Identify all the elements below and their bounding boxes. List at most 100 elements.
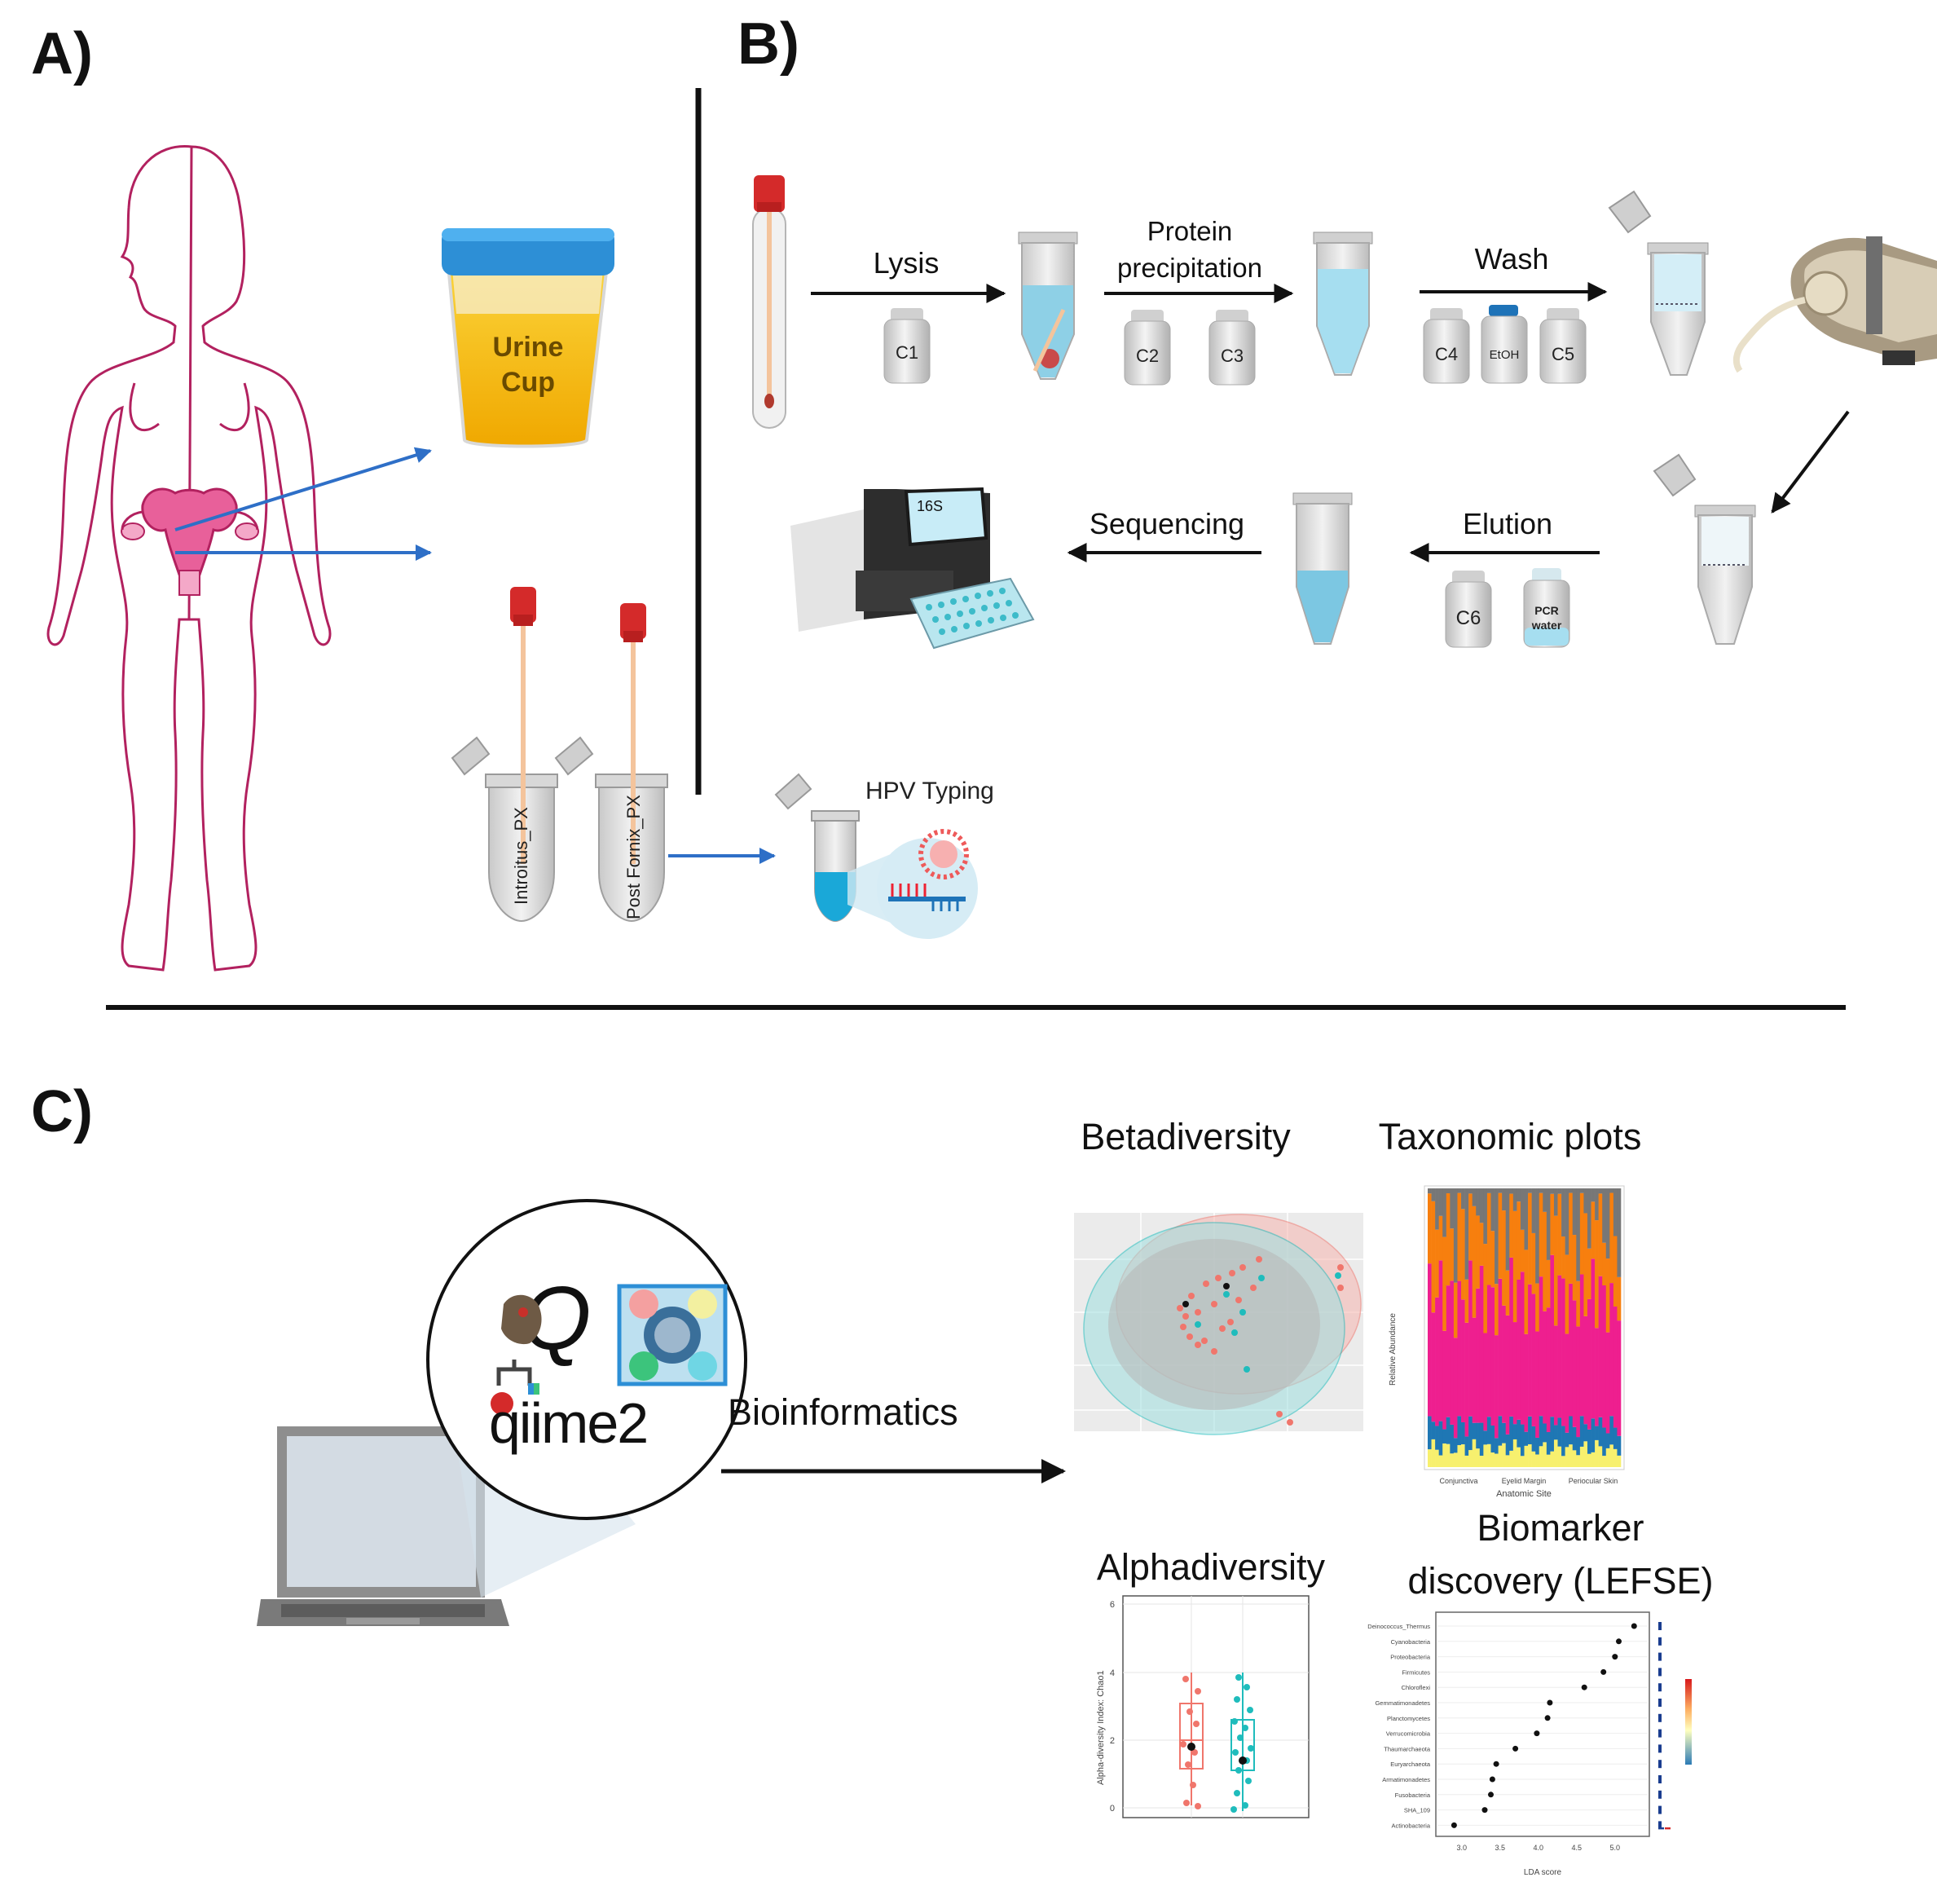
taxonomic-bar-segment (1435, 1449, 1439, 1467)
taxonomic-bar-segment (1557, 1417, 1562, 1447)
taxonomic-bar-segment (1512, 1439, 1517, 1467)
taxonomic-bar-segment (1476, 1215, 1481, 1289)
taxonomic-bar-segment (1450, 1453, 1455, 1467)
laptop-icon (257, 1426, 509, 1626)
reagent-label-etoh: EtOH (1490, 348, 1520, 362)
betadiversity-plot (1074, 1213, 1363, 1435)
taxonomic-bar-segment (1446, 1417, 1451, 1444)
taxonomic-bar-segment (1502, 1422, 1507, 1443)
lefse-point (1512, 1745, 1519, 1752)
taxonomic-bar-segment (1446, 1285, 1451, 1417)
taxonomic-bar-segment (1495, 1188, 1499, 1285)
taxonomic-bar-segment (1498, 1416, 1503, 1446)
taxonomic-bar-segment (1576, 1326, 1581, 1438)
taxonomic-bar-segment (1453, 1282, 1458, 1338)
lefse-point (1489, 1776, 1495, 1783)
step-label-lysis: Lysis (874, 246, 940, 280)
taxonomic-bar-segment (1576, 1280, 1581, 1327)
tax-ylabel: Relative Abundance (1389, 1313, 1398, 1386)
lefse-heat-cell (1658, 1652, 1664, 1661)
tax-xtick-3: Periocular Skin (1569, 1477, 1618, 1485)
lefse-heat-cell (1658, 1744, 1664, 1753)
taxonomic-bar-segment (1517, 1419, 1521, 1448)
taxonomic-bar-segment (1431, 1439, 1436, 1467)
taxonomic-bar-segment (1583, 1424, 1588, 1442)
tax-xtick-2: Eyelid Margin (1502, 1477, 1547, 1485)
hpv-typing-label: HPV Typing (865, 778, 994, 804)
tax-xlabel: Anatomic Site (1496, 1489, 1552, 1499)
lefse-point (1481, 1807, 1488, 1814)
taxonomic-bar-segment (1464, 1455, 1469, 1467)
taxonomic-bar-segment (1517, 1201, 1521, 1280)
reagent-vial-etoh: EtOH (1481, 305, 1528, 384)
taxonomic-bar-segment (1509, 1257, 1514, 1417)
taxonomic-bar-segment (1468, 1450, 1473, 1467)
taxonomic-bar-segment (1572, 1426, 1577, 1451)
taxonomic-bar-segment (1512, 1210, 1517, 1323)
taxonomic-bar-segment (1438, 1421, 1443, 1456)
taxonomic-bar-segment (1535, 1454, 1540, 1467)
taxonomic-bar-segment (1617, 1320, 1622, 1436)
reagent-label-c3: C3 (1221, 346, 1244, 366)
lefse-taxon-label: Fusobacteria (1395, 1792, 1431, 1799)
taxonomic-bar-segment (1479, 1265, 1484, 1423)
taxonomic-bar-segment (1472, 1422, 1477, 1439)
taxonomic-bar-segment (1450, 1280, 1455, 1425)
lefse-heat-cell (1658, 1622, 1664, 1630)
urine-cup-line1: Urine (493, 332, 564, 363)
taxonomic-bar-segment (1561, 1456, 1565, 1467)
taxonomic-bar-segment (1498, 1188, 1503, 1193)
taxonomic-bar-segment (1605, 1448, 1610, 1467)
spin-column-tube-2-icon (1653, 453, 1756, 645)
taxonomic-bar-segment (1598, 1188, 1603, 1194)
taxonomic-bar-segment (1446, 1188, 1451, 1194)
taxonomic-bar-segment (1520, 1272, 1525, 1425)
taxonomic-bar-segment (1450, 1424, 1455, 1454)
taxonomic-bar-segment (1502, 1305, 1507, 1423)
taxonomic-bar-segment (1598, 1276, 1603, 1417)
alpha-ytick-2: 2 (1110, 1736, 1115, 1746)
step-label-wash: Wash (1475, 242, 1549, 275)
lefse-taxon-label: Euryarchaeota (1390, 1761, 1431, 1768)
taxonomic-bar-segment (1468, 1416, 1473, 1451)
taxonomic-bar-segment (1531, 1232, 1536, 1294)
taxonomic-bar-segment (1561, 1236, 1565, 1279)
taxonomic-bar-segment (1528, 1443, 1532, 1467)
taxonomic-bar-segment (1464, 1436, 1469, 1456)
taxonomic-bar-segment (1457, 1416, 1462, 1445)
taxonomic-bars (1428, 1188, 1622, 1467)
swab-tube-introitus: Introitus_PX (451, 587, 558, 923)
taxonomic-bar-segment (1528, 1416, 1532, 1444)
reagent-label-c4: C4 (1435, 344, 1458, 364)
taxonomic-bar-segment (1602, 1456, 1607, 1467)
lefse-taxon-label: Actinobacteria (1391, 1822, 1430, 1829)
taxonomic-bar-segment (1605, 1433, 1610, 1448)
taxonomic-bar-segment (1520, 1229, 1525, 1272)
taxonomic-bar-segment (1579, 1274, 1584, 1417)
reagent-label-c5: C5 (1552, 344, 1574, 364)
reagent-vial-c3: C3 (1208, 310, 1256, 386)
taxonomic-bar-segment (1572, 1450, 1577, 1467)
taxonomic-bar-segment (1461, 1443, 1465, 1467)
taxonomic-bar-segment (1591, 1418, 1596, 1452)
taxonomic-bar-segment (1613, 1236, 1618, 1307)
lefse-point (1631, 1623, 1637, 1629)
supernatant-tube-icon (1313, 231, 1373, 376)
sequencer-icon: 16S (790, 487, 1035, 650)
taxonomic-bar-segment (1435, 1188, 1439, 1230)
taxonomic-bar-segment (1561, 1188, 1565, 1237)
lefse-xtick: 5.0 (1610, 1844, 1621, 1852)
taxonomic-plot: Relative Abundance Conjunctiva Eyelid Ma… (1389, 1185, 1625, 1499)
urine-cup-icon: Urine Cup (442, 228, 614, 448)
reagent-vial-c6: C6 (1445, 571, 1492, 648)
lefse-taxon-label: Proteobacteria (1390, 1654, 1431, 1661)
taxonomic-bar-segment (1591, 1258, 1596, 1419)
taxonomic-bar-segment (1579, 1188, 1584, 1193)
taxonomic-bar-segment (1502, 1443, 1507, 1467)
taxonomic-bar-segment (1457, 1280, 1462, 1417)
taxonomic-bar-segment (1595, 1188, 1599, 1221)
taxonomic-bar-segment (1457, 1188, 1462, 1193)
lefse-dots: Deinococcus_ThermusCyanobacteriaProteoba… (1367, 1622, 1671, 1852)
taxonomic-bar-segment (1576, 1437, 1581, 1456)
